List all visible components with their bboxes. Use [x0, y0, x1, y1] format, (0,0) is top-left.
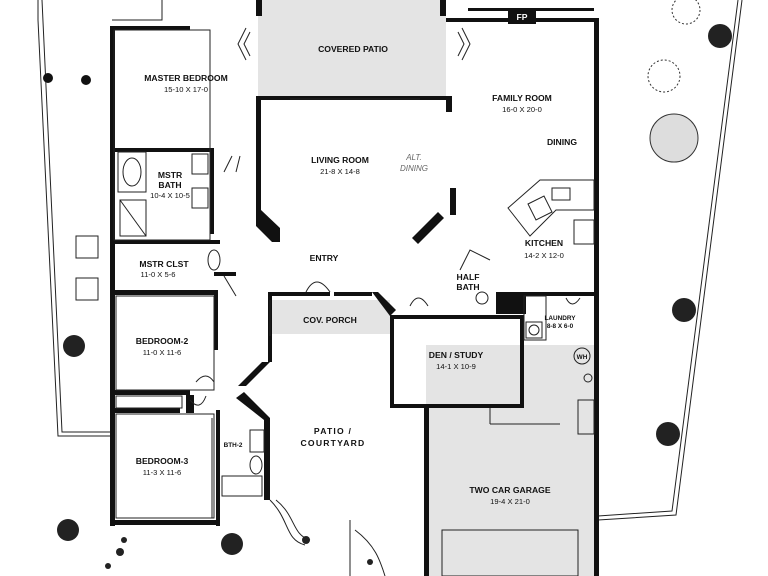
- kitchen-dims: 14-2 X 12-0: [524, 251, 564, 260]
- fireplace-label: FP: [517, 12, 528, 22]
- garage-floor: [426, 345, 598, 576]
- patio-courtyard-label-line2: COURTYARD: [301, 438, 366, 448]
- half-bath-label-line1: HALF: [457, 272, 480, 282]
- mstr-closet-label: MSTR CLST: [139, 259, 189, 269]
- covered-porch-area: [272, 300, 390, 334]
- den-study-dims: 14-1 X 10-9: [436, 362, 476, 371]
- mstr-bath-label-line2: BATH: [158, 180, 181, 190]
- living-room-dims: 21-8 X 14-8: [320, 167, 360, 176]
- mstr-closet-dims: 11-0 X 5-6: [141, 270, 176, 279]
- exterior-walls: [110, 0, 599, 576]
- covered-patio-area: [258, 0, 446, 100]
- alt-dining-label-line2: DINING: [400, 164, 428, 173]
- covered-patio-label: COVERED PATIO: [318, 44, 388, 54]
- bedroom-2-label: BEDROOM-2: [136, 336, 189, 346]
- half-bath-label-line2: BATH: [456, 282, 479, 292]
- garage-label: TWO CAR GARAGE: [469, 485, 550, 495]
- living-room-label: LIVING ROOM: [311, 155, 369, 165]
- mstr-bath-label-line1: MSTR: [158, 170, 183, 180]
- laundry-dims: 8-8 X 6-0: [547, 323, 574, 330]
- cov-porch-label: COV. PORCH: [303, 315, 357, 325]
- bedroom-3-dims: 11-3 X 11-6: [143, 468, 182, 477]
- interior-lines: [113, 27, 595, 519]
- mstr-bath-dims: 10-4 X 10-5: [150, 191, 190, 200]
- garage-dims: 19-4 X 21-0: [490, 497, 530, 506]
- bedroom-3-label: BEDROOM-3: [136, 456, 189, 466]
- alt-dining-label-line1: ALT.: [405, 153, 422, 162]
- master-bedroom-label: MASTER BEDROOM: [144, 73, 228, 83]
- laundry-label: LAUNDRY: [544, 315, 576, 322]
- bedroom-2-dims: 11-0 X 11-6: [143, 348, 182, 357]
- den-study-label: DEN / STUDY: [429, 350, 484, 360]
- kitchen-label: KITCHEN: [525, 238, 563, 248]
- master-bedroom-dims: 15-10 X 17-0: [164, 85, 208, 94]
- family-room-label: FAMILY ROOM: [492, 93, 552, 103]
- dining-label: DINING: [547, 137, 577, 147]
- landscape-shrubs: [43, 0, 732, 569]
- water-heater-label: WH: [577, 354, 588, 361]
- patio-courtyard-label-line1: PATIO /: [314, 426, 352, 436]
- bath-2-label: BTH-2: [224, 442, 243, 449]
- family-room-dims: 16-0 X 20-0: [502, 105, 542, 114]
- entry-label: ENTRY: [310, 253, 339, 263]
- site-boundary: [37, 0, 743, 576]
